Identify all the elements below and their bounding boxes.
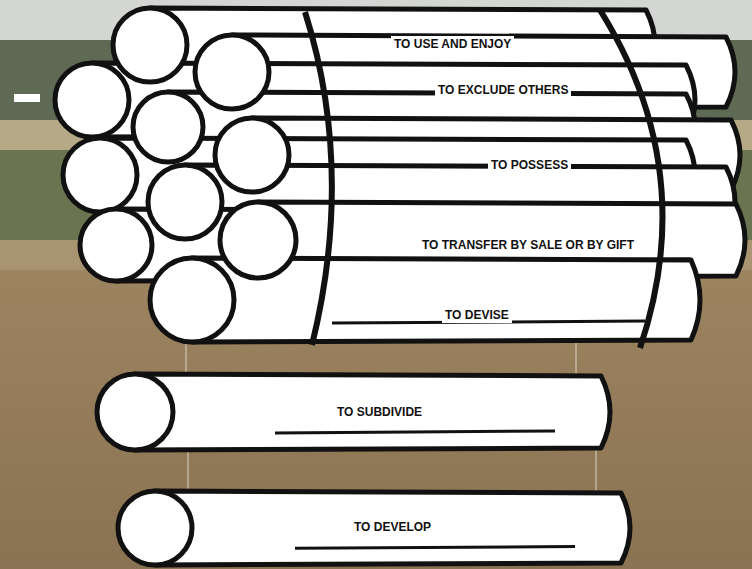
log-label-box: TO TRANSFER BY SALE OR BY GIFT [419, 237, 637, 253]
log-end [133, 92, 203, 162]
log-label-box: TO EXCLUDE OTHERS [435, 82, 571, 98]
log-label-box: TO SUBDIVIDE [334, 404, 425, 420]
log-end [148, 165, 222, 239]
binding-band [600, 10, 663, 348]
log-end [97, 374, 173, 450]
log-label: TO EXCLUDE OTHERS [435, 82, 571, 98]
log-body [155, 491, 630, 565]
wood-grain [275, 431, 555, 433]
log-label-box: TO USE AND ENJOY [391, 36, 514, 52]
log-end [63, 138, 137, 212]
log-label-box: TO DEVELOP [351, 519, 434, 535]
log-label: TO SUBDIVIDE [334, 404, 425, 420]
log-end [195, 35, 269, 109]
log-label: TO POSSESS [488, 157, 571, 173]
log-end [55, 63, 129, 137]
log-end [150, 258, 234, 342]
log-end [113, 8, 187, 82]
log-end [118, 491, 192, 565]
log-end [80, 209, 152, 281]
log-end [215, 118, 289, 192]
log-label: TO DEVISE [442, 307, 512, 323]
log-label: TO TRANSFER BY SALE OR BY GIFT [419, 237, 637, 253]
log-label-box: TO DEVISE [442, 307, 512, 323]
binding-band [305, 12, 332, 345]
log-label: TO DEVELOP [351, 519, 434, 535]
log-label: TO USE AND ENJOY [391, 36, 514, 52]
log-label-box: TO POSSESS [488, 157, 571, 173]
log-body [135, 374, 610, 450]
log-end [220, 202, 296, 278]
wood-grain [295, 547, 575, 549]
